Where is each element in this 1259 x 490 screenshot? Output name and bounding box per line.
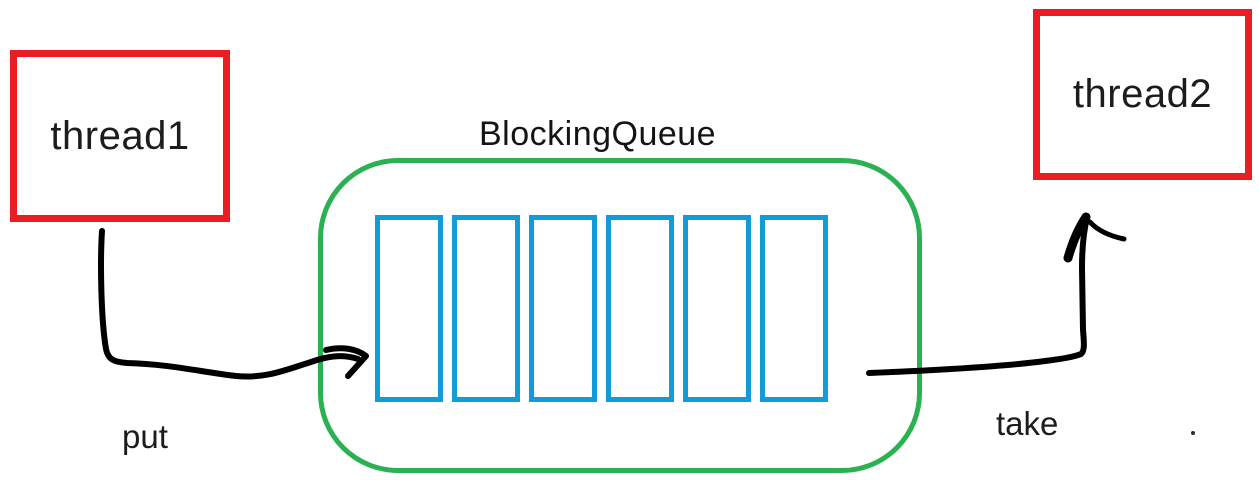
queue-slot	[375, 215, 443, 402]
thread2-box: thread2	[1033, 9, 1252, 180]
queue-slot	[529, 215, 597, 402]
blocking-queue-title: BlockingQueue	[479, 115, 717, 153]
blocking-queue-box	[318, 158, 922, 473]
stray-ink-dot	[1191, 431, 1195, 435]
take-arrow-head-right-flick	[1087, 219, 1127, 242]
thread1-label: thread1	[50, 113, 190, 158]
take-label: take	[996, 405, 1059, 442]
thread2-label: thread2	[1072, 72, 1213, 116]
queue-slot	[683, 215, 751, 402]
take-arrow-head-left-barb	[1063, 212, 1091, 263]
queue-slot	[452, 215, 520, 402]
queue-slot	[606, 215, 674, 402]
put-label: put	[122, 418, 168, 455]
queue-slots	[375, 215, 828, 402]
thread1-box: thread1	[10, 50, 230, 222]
queue-slot	[760, 215, 828, 402]
